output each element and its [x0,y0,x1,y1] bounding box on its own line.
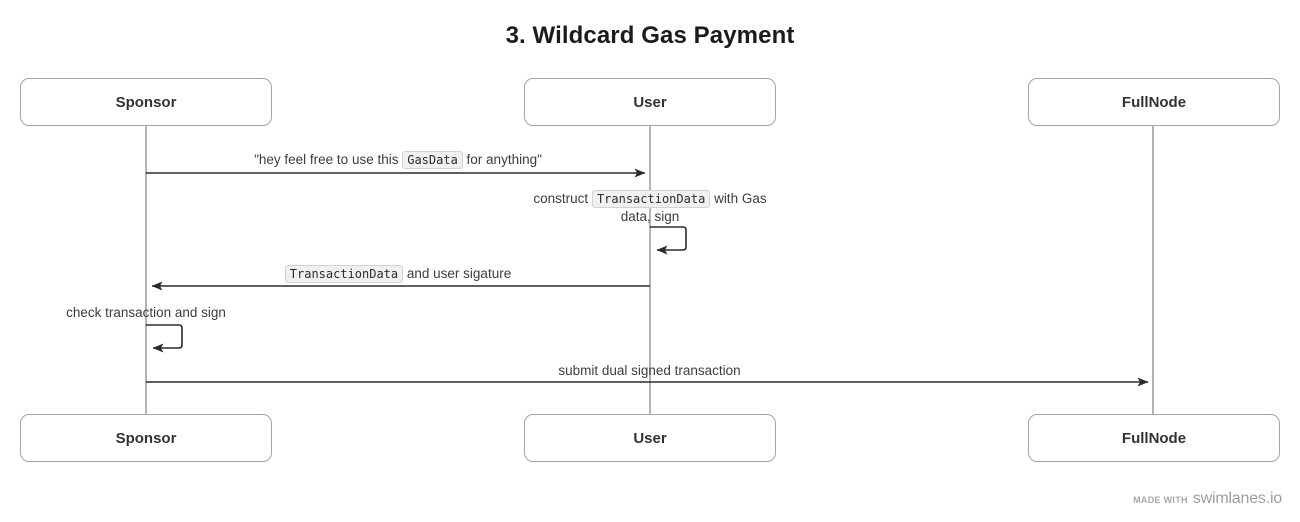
actor-label-user-bottom: User [633,429,667,447]
message-text-part: for anything" [462,152,542,167]
message-selfloop-check-sign [146,324,183,353]
actor-box-user-bottom[interactable]: User [524,414,776,462]
actor-label-user-top: User [633,93,667,111]
footer-made-with-label: made with [1133,495,1188,505]
footer-attribution[interactable]: made with swimlanes.io [1133,490,1282,508]
code-chip-transactiondata: TransactionData [284,265,404,283]
message-text-part: with Gas data, sign [620,191,767,224]
message-text-part: submit dual signed transaction [558,363,741,378]
actor-box-fullnode-top[interactable]: FullNode [1028,78,1280,126]
message-text-part: "hey feel free to use this [254,152,403,167]
code-chip-transactiondata: TransactionData [591,190,711,208]
message-text-part: check transaction and sign [66,305,226,320]
actor-label-fullnode-top: FullNode [1121,93,1187,111]
footer-brand-name: swimlanes.io [1192,490,1282,507]
actor-box-fullnode-bottom[interactable]: FullNode [1028,414,1280,462]
lifeline-fullnode [1152,126,1154,414]
actor-label-sponsor-bottom: Sponsor [115,429,177,447]
message-label-return-tx: TransactionData and user sigature [148,265,648,283]
message-label-construct-tx: construct TransactionData with Gas data,… [520,190,780,225]
actor-box-sponsor-top[interactable]: Sponsor [20,78,272,126]
message-label-check-sign: check transaction and sign [46,304,246,321]
message-text-part: construct [533,191,592,206]
actor-box-sponsor-bottom[interactable]: Sponsor [20,414,272,462]
actor-label-sponsor-top: Sponsor [115,93,177,111]
code-chip-gasdata: GasData [402,151,463,169]
message-label-gasdata-offer: "hey feel free to use this GasData for a… [148,151,648,169]
message-label-submit-tx: submit dual signed transaction [148,362,1151,379]
actor-label-fullnode-bottom: FullNode [1121,429,1187,447]
lifeline-sponsor [145,126,147,414]
lifeline-user [649,126,651,414]
actor-box-user-top[interactable]: User [524,78,776,126]
message-selfloop-construct-tx [650,226,687,255]
message-text-part: and user sigature [403,266,512,281]
diagram-title: 3. Wildcard Gas Payment [505,22,795,49]
